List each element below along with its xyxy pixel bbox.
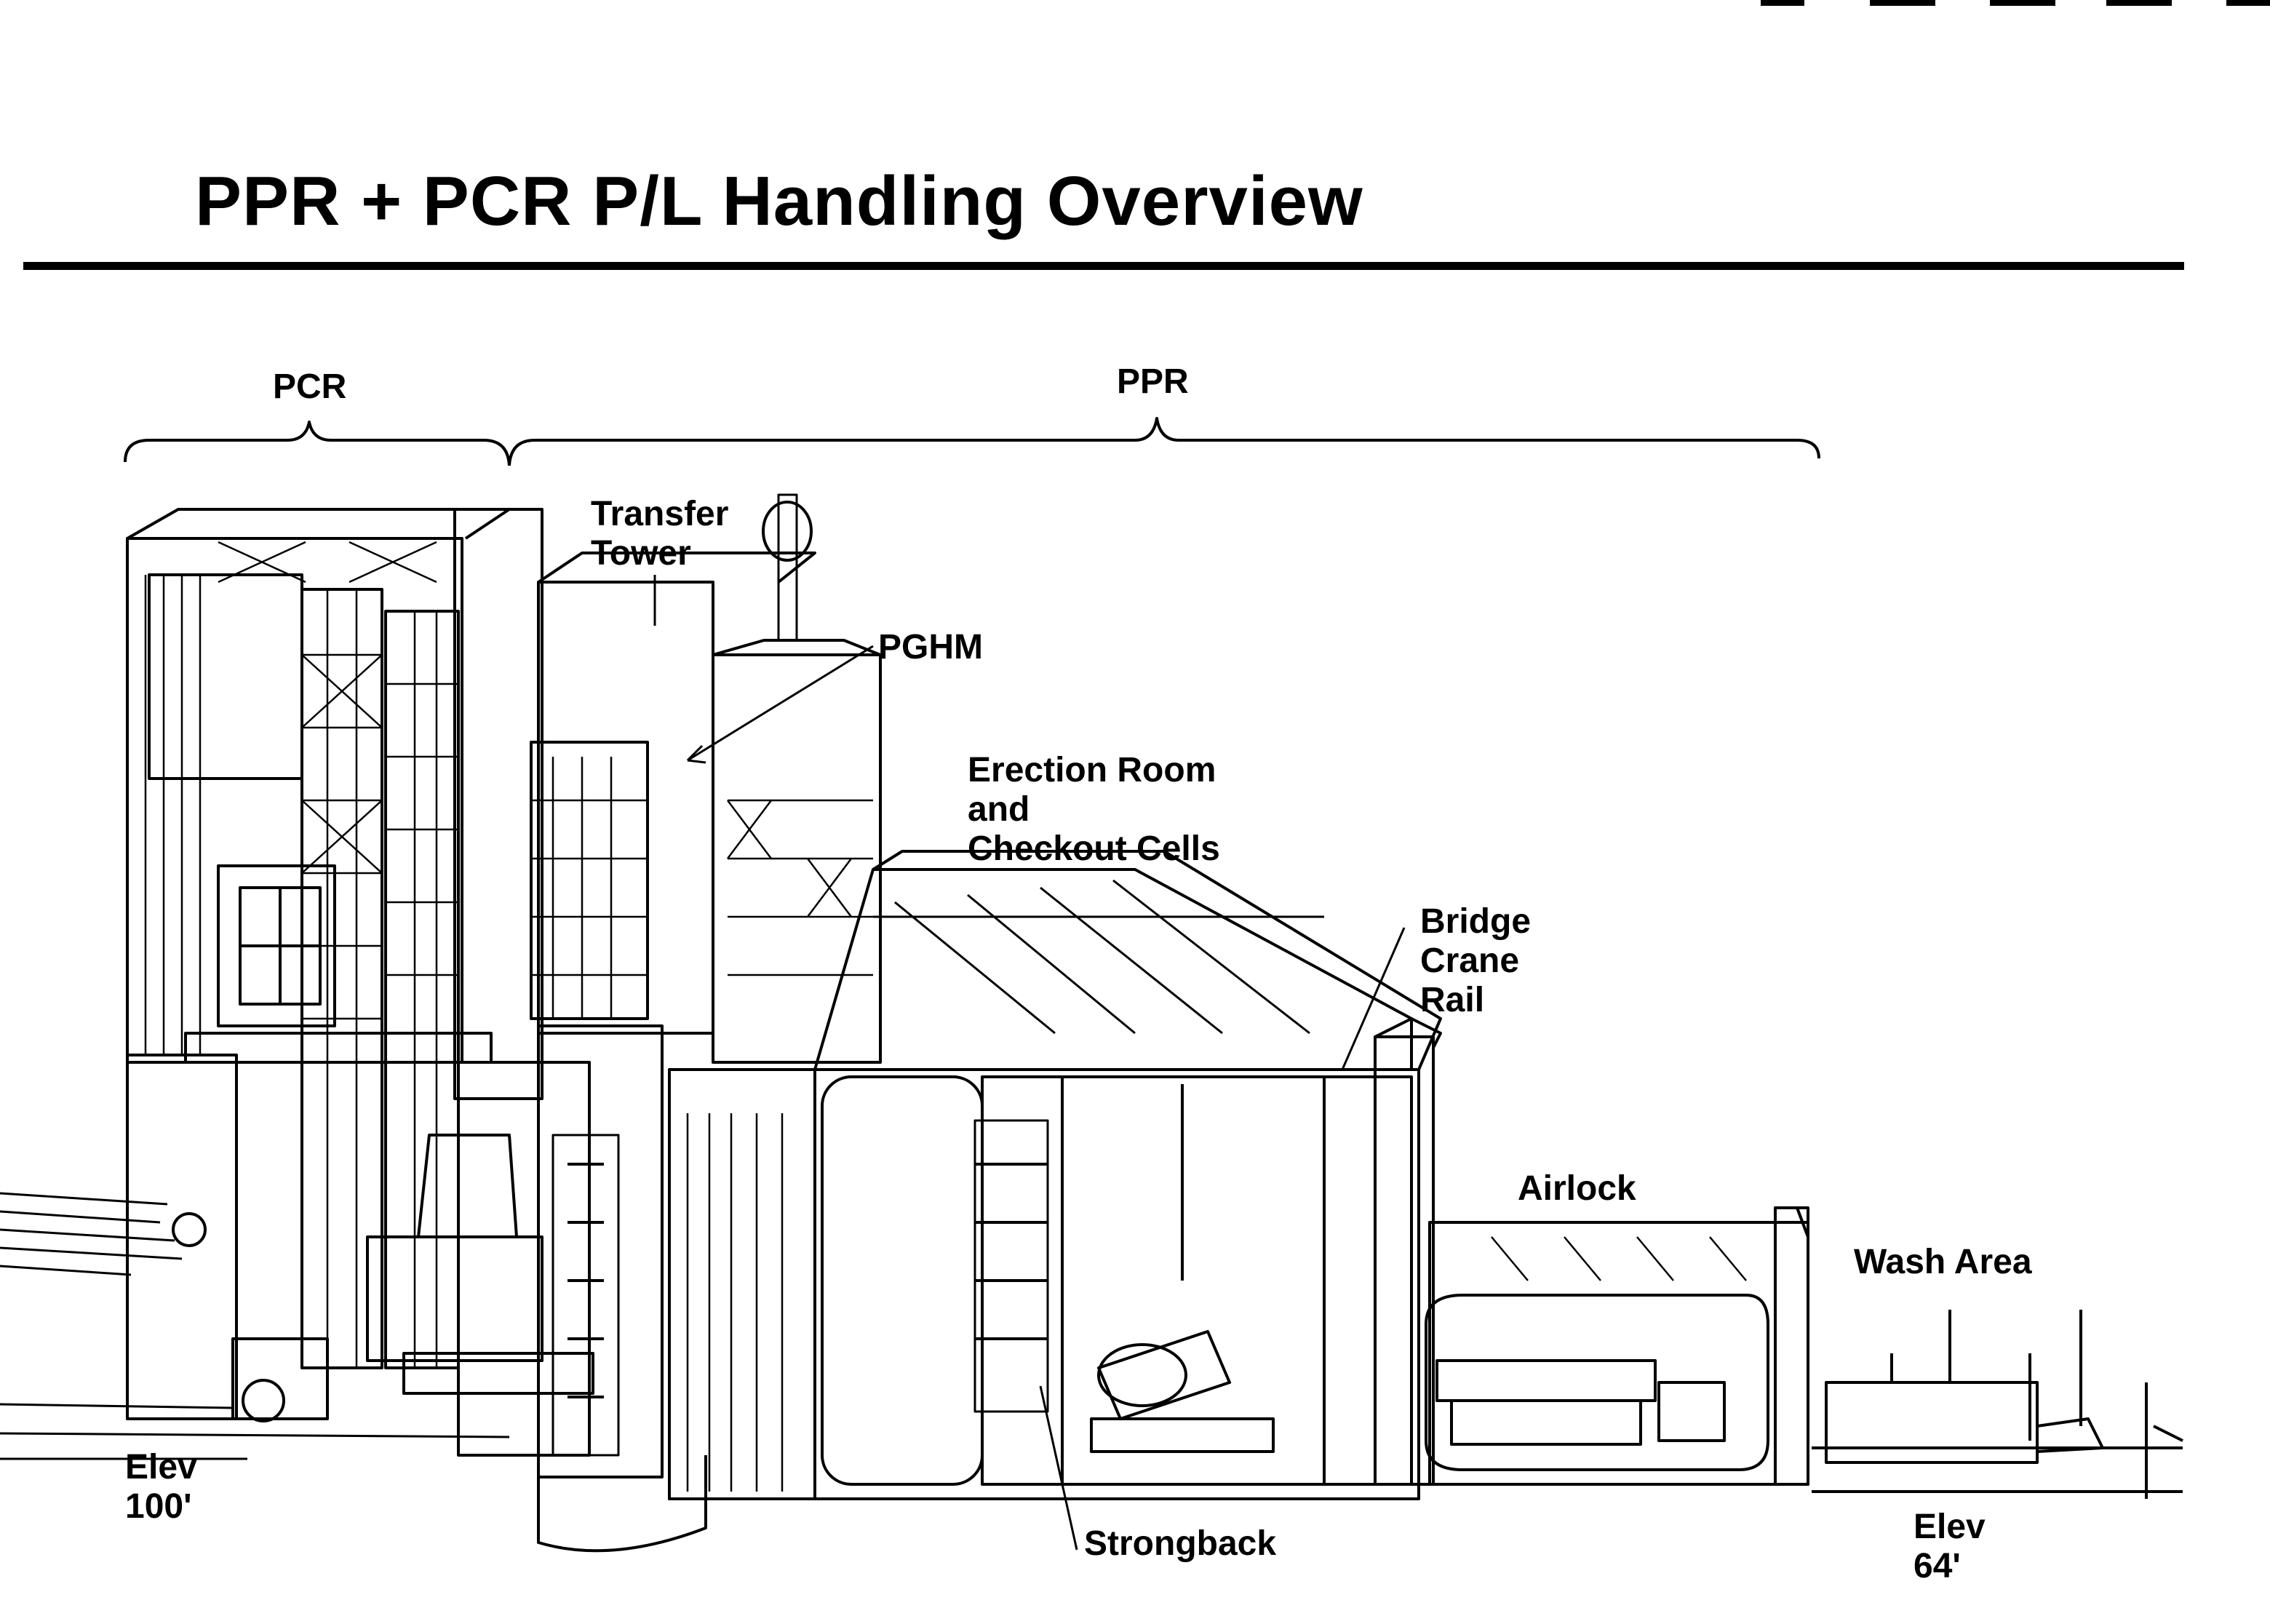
leader-lines [653,575,1406,1551]
ppr-brace [508,417,1820,466]
airlock [1425,1206,1809,1486]
transfer-tower-line-1: Transfer [591,495,729,533]
bridge-crane-rail-line-3: Rail [1420,981,1485,1019]
pcr-label: PCR [273,367,347,406]
bridge-crane-rail-label: Bridge Crane Rail [1420,902,1531,1020]
elev-64-line-1: Elev [1913,1508,1986,1546]
bridge-crane-rail-line-2: Crane [1420,942,1520,980]
bridge-crane-rail-line-1: Bridge [1420,902,1532,941]
pcr-brace [124,421,511,466]
erection-room-label: Erection Room and Checkout Cells [968,751,1220,869]
title-rule [23,262,2184,270]
elev-64-line-2: 64' [1913,1547,1961,1585]
airlock-label: Airlock [1518,1169,1636,1208]
wash-area-label: Wash Area [1854,1243,2032,1281]
erection-room-line-1: Erection Room [968,751,1216,789]
transfer-tower [530,493,882,1553]
transfer-tower-label: Transfer Tower [591,495,728,573]
elev-64-label: Elev 64' [1913,1508,1986,1586]
ground-left [0,1192,510,1460]
elev-100-line-1: Elev [125,1448,197,1486]
wash-area [1812,1310,2183,1499]
elev-100-line-2: 100' [125,1487,192,1526]
erection-room [668,850,1442,1500]
erection-room-line-3: Checkout Cells [968,829,1220,868]
scan-edge-mark [1761,0,1804,6]
scan-edge-mark [1990,0,2055,6]
scan-edge-mark [2226,0,2270,6]
pcr-building [126,508,594,1457]
transfer-tower-line-2: Tower [591,534,691,573]
end-wall [1374,1017,1442,1486]
scan-edge-mark [2106,0,2172,6]
scan-edge-mark [1870,0,1935,6]
pghm-label: PGHM [878,628,983,666]
ppr-label: PPR [1117,362,1189,401]
elev-100-label: Elev 100' [125,1448,197,1527]
strongback-label: Strongback [1084,1524,1277,1563]
page-title: PPR + PCR P/L Handling Overview [195,162,1363,240]
erection-room-line-2: and [968,790,1030,829]
